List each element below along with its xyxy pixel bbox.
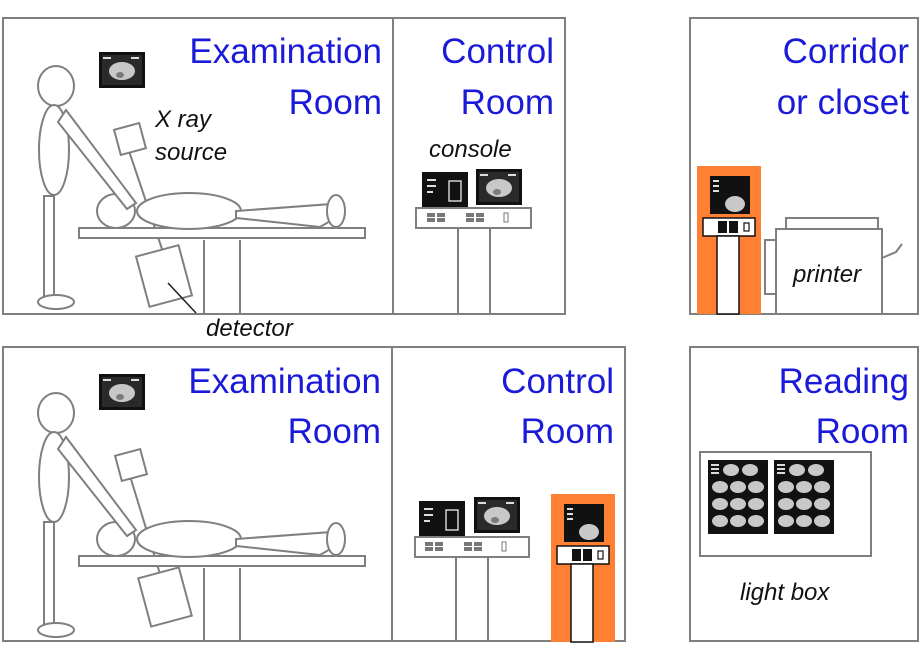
bottom-control-room: Control Room [391, 346, 626, 643]
corridor-title-line1: Corridor [783, 32, 910, 71]
exam-room-monitor [99, 52, 145, 88]
bottom-detector-box [137, 566, 193, 628]
technologist-arm [56, 108, 138, 211]
bottom-technologist-arm [56, 435, 138, 538]
top-control-room-outline [392, 17, 566, 315]
technologist-foot [37, 294, 75, 310]
console-label: console [429, 136, 512, 163]
corridor-printer-station [696, 165, 762, 315]
light-box-film-right [774, 460, 834, 534]
control-room-printer-station [550, 493, 616, 643]
reading-room-title-line2: Room [816, 412, 909, 451]
top-control-room: Control Room console [392, 17, 566, 315]
reading-room: Reading Room light box [689, 346, 919, 642]
corridor-room: Corridor or closet printer [689, 17, 919, 315]
bottom-exam-room-title-line1: Examination [188, 362, 381, 401]
bottom-row: Examination Room Control Room [2, 346, 919, 643]
reading-room-title-line1: Reading [779, 362, 909, 401]
xray-source-box [112, 121, 148, 157]
top-examination-room: Examination Room X ray source detector [2, 17, 394, 342]
bottom-patient-torso [136, 520, 242, 558]
technologist-head [37, 65, 75, 107]
patient-torso [136, 192, 242, 230]
printer-output [881, 243, 903, 259]
bottom-xray-source-box [113, 447, 149, 483]
printer-label: printer [792, 261, 862, 288]
detector-label: detector [206, 315, 294, 342]
console-switch [503, 212, 509, 223]
bottom-console-switch [501, 541, 507, 552]
bottom-technologist-leg [43, 521, 55, 627]
printer-body [775, 228, 883, 315]
xray-source-label-line2: source [155, 139, 227, 166]
top-control-room-title-line2: Room [461, 83, 554, 122]
light-box-label: light box [740, 579, 830, 606]
bottom-control-room-title-line1: Control [501, 362, 614, 401]
bottom-control-room-outline [391, 346, 626, 642]
console-image-monitor [476, 169, 522, 205]
exam-table [78, 227, 366, 239]
console-status-monitor [421, 171, 469, 209]
top-row: Examination Room X ray source detector [2, 17, 919, 342]
bottom-exam-table [78, 555, 366, 567]
bottom-exam-room-monitor [99, 374, 145, 410]
xray-source-label-line1: X ray [154, 106, 213, 133]
bottom-technologist-head [37, 392, 75, 434]
patient-feet [326, 194, 346, 228]
bottom-technologist-foot [37, 622, 75, 638]
bottom-patient-feet [326, 522, 346, 556]
detector-pointer [167, 282, 197, 314]
top-exam-room-title-line2: Room [289, 83, 382, 122]
bottom-console-image-monitor [474, 497, 520, 533]
light-box-film-left [708, 460, 768, 534]
top-exam-room-title-line1: Examination [189, 32, 382, 71]
reading-room-outline [689, 346, 919, 642]
bottom-control-room-title-line2: Room [521, 412, 614, 451]
light-box-frame [699, 451, 872, 557]
corridor-title-line2: or closet [777, 83, 910, 122]
bottom-console-status-monitor [418, 500, 466, 538]
bottom-exam-room-title-line2: Room [288, 412, 381, 451]
technologist-leg [43, 195, 55, 299]
bottom-examination-room: Examination Room [2, 346, 393, 642]
patient-legs [235, 202, 333, 229]
detector-box [134, 243, 194, 309]
bottom-patient-legs [235, 530, 333, 557]
top-control-room-title-line1: Control [441, 32, 554, 71]
